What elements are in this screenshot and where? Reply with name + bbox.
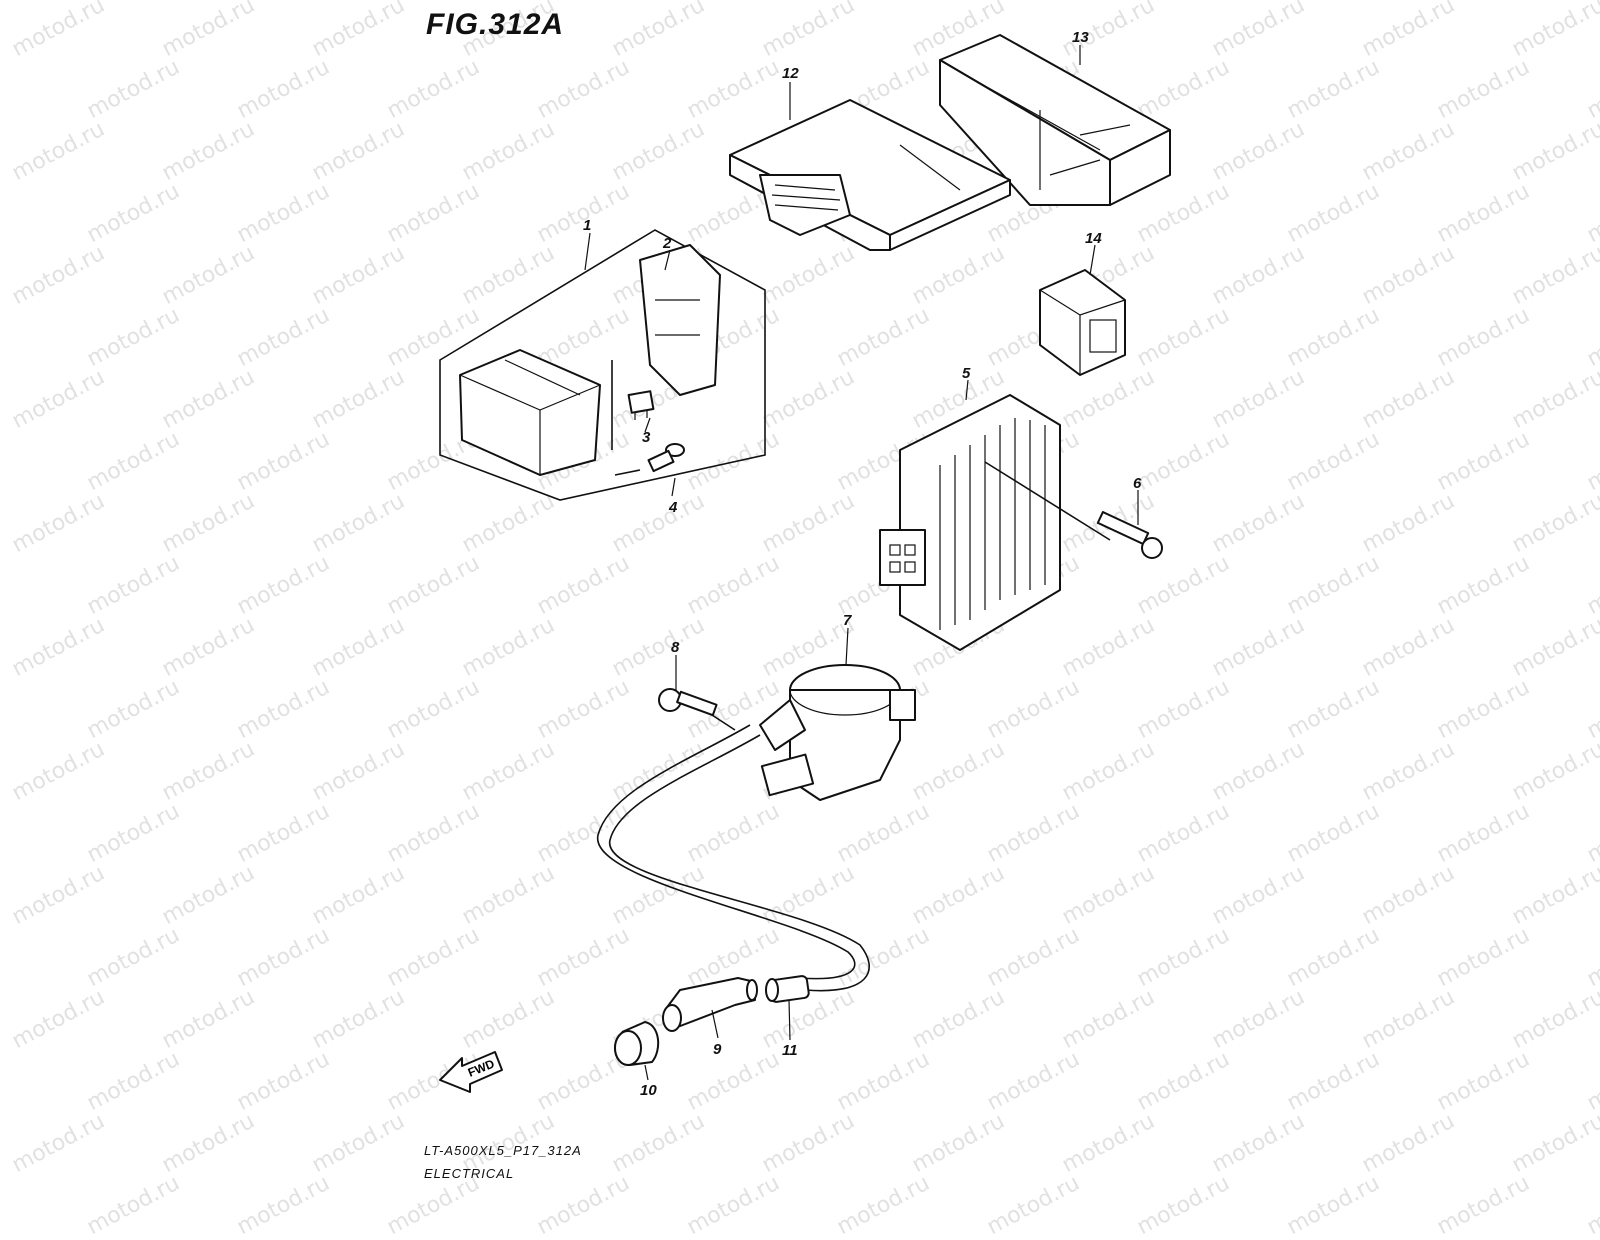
part-5-regulator (879, 394, 1111, 651)
callout-12: 12 (782, 65, 799, 82)
part-12-ecm (729, 99, 1011, 251)
part-7-ignition-coil (597, 664, 916, 992)
callout-6: 6 (1133, 475, 1142, 492)
leader-lines (584, 45, 1139, 1081)
callout-4: 4 (668, 499, 678, 516)
section-name: ELECTRICAL (424, 1166, 515, 1181)
callout-13: 13 (1072, 29, 1089, 46)
callout-numbers: 1 2 3 4 5 6 7 8 9 10 11 12 13 14 (583, 29, 1142, 1099)
part-11-plug-joint (765, 975, 810, 1003)
callout-5: 5 (962, 365, 971, 382)
callout-8: 8 (671, 639, 680, 656)
part-9-plug-cap (662, 977, 758, 1032)
callout-10: 10 (640, 1082, 657, 1099)
fwd-arrow: FWD (439, 1051, 503, 1093)
callout-7: 7 (843, 612, 852, 629)
part-3-fuse (627, 390, 655, 420)
part-14-connector (1039, 269, 1126, 376)
part-13-ecm-cover (939, 34, 1171, 206)
part-2-relay-holder (639, 244, 721, 396)
callout-1: 1 (583, 217, 591, 234)
callout-2: 2 (662, 235, 672, 252)
part-10-cap-cover (614, 1021, 660, 1066)
callout-11: 11 (782, 1042, 798, 1059)
callout-3: 3 (642, 429, 651, 446)
callout-14: 14 (1085, 230, 1102, 247)
figure-title: FIG.312A (426, 8, 565, 41)
model-code: LT-A500XL5_P17_312A (424, 1143, 582, 1158)
part-6-bolt (1096, 510, 1163, 559)
part-4-screw (647, 443, 685, 473)
exploded-parts-drawing: FWD 1 2 3 4 5 6 7 8 (439, 29, 1171, 1099)
part-1-relay-group (439, 229, 766, 501)
callout-9: 9 (713, 1041, 722, 1058)
part-8-bolt (658, 688, 736, 731)
